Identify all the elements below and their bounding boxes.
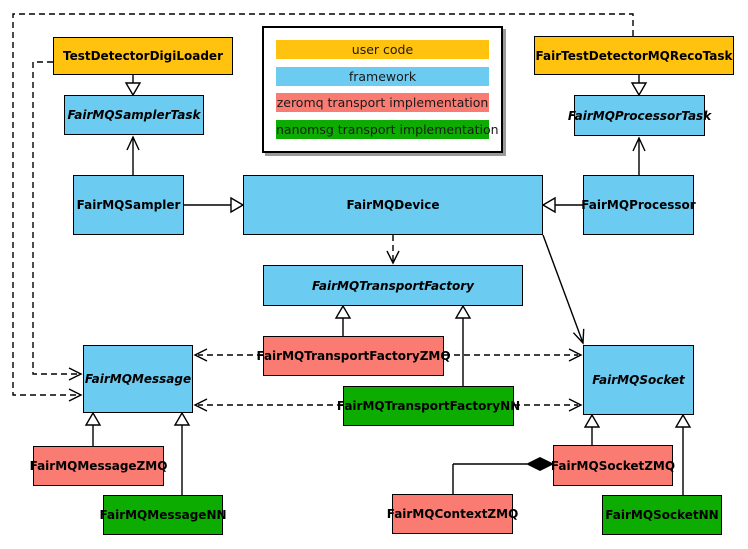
- node-fairmq-socket-nn: FairMQSocketNN: [602, 495, 722, 535]
- node-fairmq-message-zmq: FairMQMessageZMQ: [30, 446, 167, 486]
- node-fair-test-detector-mq-reco-task: FairTestDetectorMQRecoTask: [534, 36, 734, 75]
- edge-association-sampler-samplertask: [126, 135, 140, 175]
- edge-inheritance-processor-device: [541, 196, 583, 214]
- node-fairmq-device: FairMQDevice: [243, 175, 543, 235]
- edge-dependency-factoryzmq-socket: [444, 348, 583, 362]
- edge-inheritance-socketnn-socket: [674, 413, 692, 495]
- node-fairmq-socket-zmq: FairMQSocketZMQ: [551, 445, 675, 486]
- edge-composition-socketzmq-contextzmq: [452, 456, 555, 494]
- node-fairmq-socket: FairMQSocket: [583, 345, 694, 415]
- edge-dependency-device-transportfactory: [386, 235, 400, 265]
- node-fairmq-transport-factory-zmq: FairMQTransportFactoryZMQ: [256, 336, 451, 376]
- edge-inheritance-digiloader-samplertask: [124, 75, 142, 97]
- node-fairmq-message-nn: FairMQMessageNN: [99, 495, 227, 535]
- edge-inheritance-recotask-processortask: [630, 75, 648, 97]
- node-fairmq-sampler: FairMQSampler: [73, 175, 184, 235]
- legend: user code framework zeromq transport imp…: [262, 26, 503, 153]
- legend-item-user-code: user code: [276, 39, 489, 59]
- legend-item-nanomsg: nanomsg transport implementation: [276, 120, 499, 140]
- node-fairmq-transport-factory: FairMQTransportFactory: [263, 265, 523, 306]
- node-fairmq-message: FairMQMessage: [83, 345, 193, 413]
- edge-dependency-factorynn-socket: [514, 398, 583, 412]
- node-fairmq-processor-task: FairMQProcessorTask: [568, 95, 711, 136]
- edge-association-processor-processortask: [632, 136, 646, 175]
- edge-inheritance-factorynn-transportfactory: [454, 304, 472, 386]
- edge-inheritance-socketzmq-socket: [583, 413, 601, 445]
- edge-dependency-factoryzmq-message: [193, 348, 263, 362]
- edge-inheritance-messagenn-message: [173, 411, 191, 495]
- edge-inheritance-factoryzmq-transportfactory: [334, 304, 352, 336]
- node-fairmq-sampler-task: FairMQSamplerTask: [64, 95, 204, 135]
- node-fairmq-context-zmq: FairMQContextZMQ: [387, 494, 518, 534]
- edge-association-device-socket: [542, 234, 585, 345]
- edge-inheritance-sampler-device: [184, 196, 245, 214]
- edge-dependency-factorynn-message: [193, 398, 343, 412]
- edge-dependency-digiloader-message: [32, 61, 83, 381]
- legend-item-framework: framework: [276, 66, 489, 86]
- edge-inheritance-messagezmq-message: [84, 411, 102, 446]
- node-fairmq-processor: FairMQProcessor: [581, 175, 696, 235]
- node-test-detector-digi-loader: TestDetectorDigiLoader: [53, 37, 233, 75]
- node-fairmq-transport-factory-nn: FairMQTransportFactoryNN: [337, 386, 520, 426]
- edge-dependency-recotask-message: [12, 13, 634, 402]
- legend-item-zeromq: zeromq transport implementation: [276, 93, 489, 113]
